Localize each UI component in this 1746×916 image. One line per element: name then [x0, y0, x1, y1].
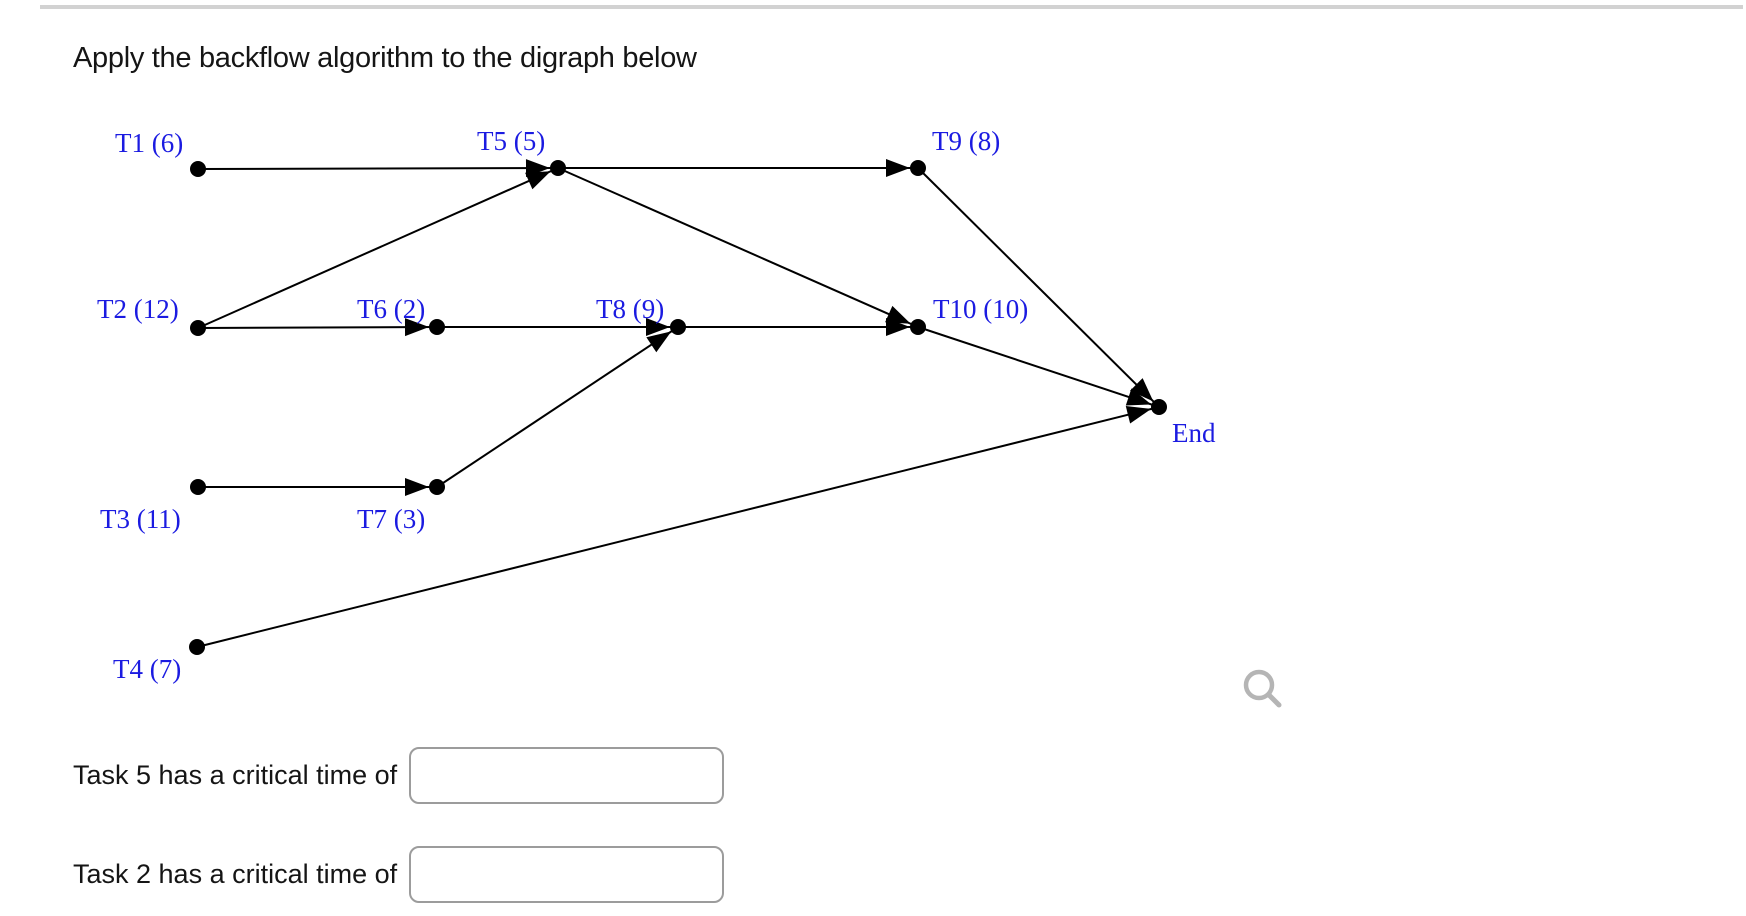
- task2-question-label: Task 2 has a critical time of: [73, 858, 398, 889]
- node-label-T6: T6 (2): [357, 294, 425, 324]
- node-label-T3: T3 (11): [100, 504, 181, 534]
- labels-layer: T1 (6) T5 (5) T9 (8) T2 (12) T6 (2) T8 (9) T10…: [97, 126, 1216, 684]
- node-label-T10: T10 (10): [933, 294, 1028, 324]
- node-label-T9: T9 (8): [932, 126, 1000, 156]
- node-T8: [670, 319, 686, 335]
- node-label-T1: T1 (6): [115, 128, 183, 158]
- top-divider: [40, 5, 1743, 9]
- node-End: [1151, 399, 1167, 415]
- node-T4: [189, 639, 205, 655]
- node-label-T8: T8 (9): [596, 294, 664, 324]
- node-T1: [190, 161, 206, 177]
- edges-layer: [196, 159, 1160, 648]
- node-label-T5: T5 (5): [477, 126, 545, 156]
- magnifier-icon[interactable]: [1240, 666, 1286, 712]
- node-T5: [550, 160, 566, 176]
- edge-T10-End: [917, 326, 1160, 408]
- node-T2: [190, 320, 206, 336]
- task5-question-label: Task 5 has a critical time of: [73, 759, 398, 790]
- question-row-task5: Task 5 has a critical time of: [73, 745, 725, 805]
- edge-T2-T6: [197, 318, 438, 337]
- nodes-layer: [189, 160, 1167, 655]
- node-label-T4: T4 (7): [113, 654, 181, 684]
- edge-T2-T5: [197, 167, 559, 329]
- node-label-T2: T2 (12): [97, 294, 179, 324]
- node-T6: [429, 319, 445, 335]
- node-T7: [429, 479, 445, 495]
- page-title: Apply the backflow algorithm to the digr…: [73, 42, 697, 74]
- node-T9: [910, 160, 926, 176]
- edge-T4-End: [196, 406, 1160, 648]
- node-T10: [910, 319, 926, 335]
- task5-critical-time-input[interactable]: [409, 746, 725, 804]
- node-label-T7: T7 (3): [357, 504, 425, 534]
- edge-T1-T5: [197, 159, 559, 178]
- edge-T7-T8: [436, 326, 679, 488]
- edge-T9-End: [917, 167, 1160, 408]
- question-row-task2: Task 2 has a critical time of: [73, 844, 725, 904]
- node-T3: [190, 479, 206, 495]
- digraph-canvas: T1 (6) T5 (5) T9 (8) T2 (12) T6 (2) T8 (9) T10…: [97, 126, 1216, 684]
- edge-T5-T10: [557, 167, 919, 328]
- node-label-End: End: [1172, 418, 1216, 448]
- task2-critical-time-input[interactable]: [409, 845, 725, 903]
